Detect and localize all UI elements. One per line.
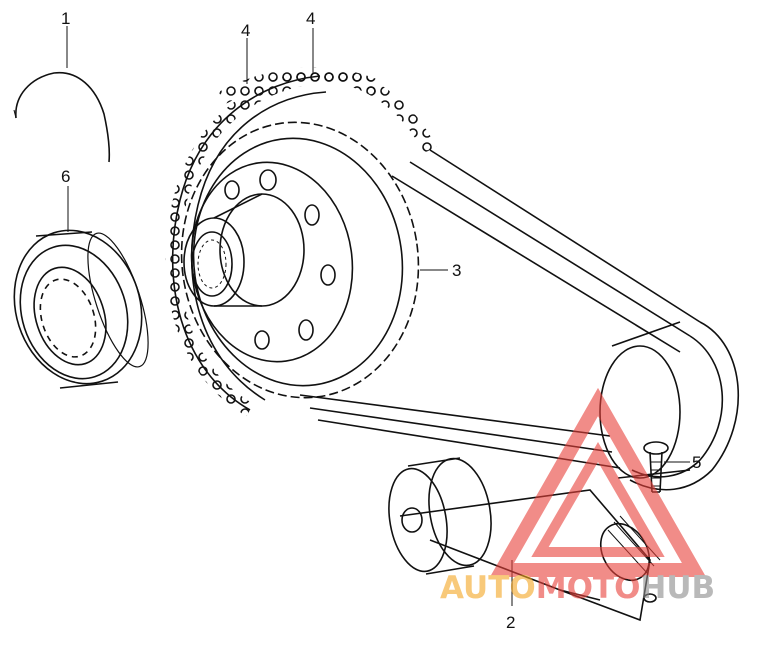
- callout-3: 3: [452, 261, 461, 280]
- ball-bearing-part: [13, 229, 149, 389]
- watermark-triangle-outer: [489, 387, 707, 577]
- watermark-text-hub: HUB: [640, 570, 715, 606]
- watermark-text-moto: MOTO: [536, 570, 641, 606]
- watermark-text-auto: AUTO: [440, 570, 536, 606]
- callout-4b: 4: [306, 9, 315, 28]
- driven-sprocket-drum: [599, 321, 691, 479]
- sprocket-part: [180, 121, 420, 399]
- callout-5: 5: [692, 453, 701, 472]
- callout-4a: 4: [241, 21, 250, 40]
- double-chain-part: [165, 67, 740, 491]
- circlip-part: [13, 71, 111, 163]
- callout-6: 6: [61, 167, 70, 186]
- watermark-text: AUTOMOTOHUB: [440, 570, 715, 606]
- leader-lines: [66, 26, 690, 606]
- watermark-triangle-inner: [531, 442, 665, 557]
- automotohub-watermark: AUTOMOTOHUB: [440, 387, 715, 606]
- callout-2: 2: [506, 613, 515, 632]
- callout-1: 1: [61, 9, 70, 28]
